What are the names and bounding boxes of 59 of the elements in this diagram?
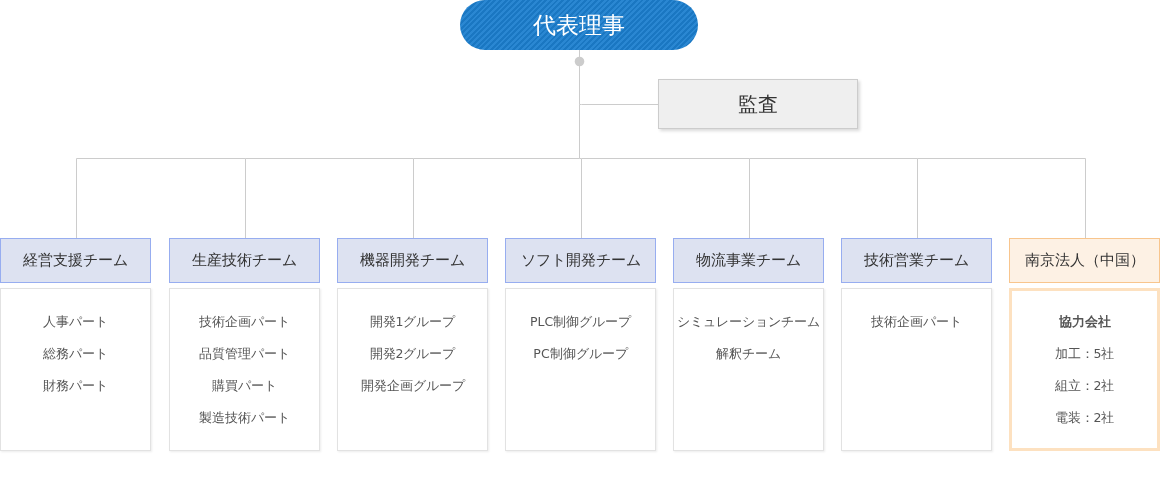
list-item: 開発2グループ	[369, 345, 456, 363]
list-item: 品質管理パート	[199, 345, 290, 363]
connector-line	[579, 104, 659, 105]
team-name: 機器開発チーム	[360, 253, 465, 268]
team-header	[673, 238, 824, 283]
connector-line	[581, 158, 750, 159]
team-panel	[673, 288, 824, 451]
list-item: 技術企画パート	[199, 313, 290, 331]
list-item: 技術企画パート	[871, 313, 962, 331]
team-panel	[1009, 288, 1160, 451]
title-pill	[460, 0, 698, 50]
team-name: 経営支援チーム	[23, 253, 128, 268]
connector-line	[245, 158, 414, 159]
team-name: 生産技術チーム	[192, 253, 297, 268]
team-name: 物流事業チーム	[696, 253, 801, 268]
list-item: 解釈チーム	[716, 345, 781, 363]
list-item: PC制御グループ	[533, 345, 628, 363]
list-item: 製造技術パート	[199, 409, 290, 427]
connector-line	[579, 104, 580, 159]
team-panel	[505, 288, 656, 451]
connector-line	[76, 158, 246, 239]
team-header	[169, 238, 320, 283]
team-panel	[169, 288, 320, 451]
team-panel	[337, 288, 488, 451]
team-name: 南京法人（中国）	[1024, 253, 1145, 268]
list-item: シミュレーションチーム	[677, 313, 820, 331]
connector-line	[413, 158, 580, 159]
node-label: 監査	[738, 94, 778, 114]
list-item: 組立：2社	[1054, 377, 1115, 395]
connector-line	[749, 158, 918, 159]
connector-line	[579, 158, 582, 159]
connector-line	[413, 158, 414, 239]
audit-box	[658, 79, 858, 129]
team-name: 技術営業チーム	[864, 253, 969, 268]
team-header	[505, 238, 656, 283]
team-panel	[0, 288, 151, 451]
list-item: 開発1グループ	[369, 313, 456, 331]
team-header	[337, 238, 488, 283]
list-item: 開発企画グループ	[360, 377, 465, 395]
list-item: PLC制御グループ	[529, 313, 632, 331]
connector-line	[581, 158, 582, 239]
team-panel	[841, 288, 992, 451]
list-item: 購買パート	[212, 377, 277, 395]
team-header	[1009, 238, 1160, 283]
node-label: 代表理事	[533, 13, 625, 37]
connector-line	[574, 49, 585, 105]
team-header	[841, 238, 992, 283]
list-item: 人事パート	[43, 313, 108, 331]
list-item: 協力会社	[1058, 313, 1111, 331]
list-item: 加工：5社	[1054, 345, 1115, 363]
connector-line	[917, 158, 918, 239]
team-name: ソフト開発チーム	[520, 253, 641, 268]
list-item: 財務パート	[43, 377, 108, 395]
team-header	[0, 238, 151, 283]
list-item: 電装：2社	[1054, 409, 1115, 427]
connector-line	[917, 158, 1086, 239]
connector-line	[245, 158, 246, 239]
connector-line	[749, 158, 750, 239]
list-item: 総務パート	[43, 345, 108, 363]
